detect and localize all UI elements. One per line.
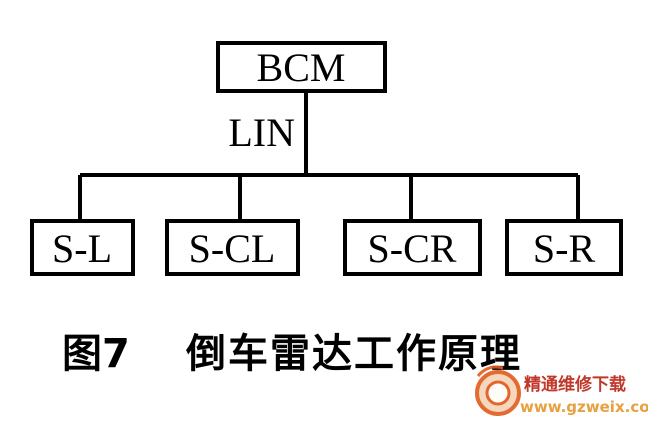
s-cr-box — [343, 219, 482, 276]
sensor-node-s-cr: S-CR — [343, 219, 482, 276]
lin-label: LIN — [228, 110, 295, 155]
bus-wiring — [78, 91, 580, 221]
s-l-box — [30, 219, 135, 276]
s-r-label: S-R — [533, 226, 596, 271]
watermark-url: www.gzweix.com — [520, 398, 648, 416]
s-l-label: S-L — [52, 226, 112, 271]
s-cl-label: S-CL — [189, 226, 276, 271]
figure-number: 图7 — [62, 331, 130, 377]
watermark-logo-icon — [475, 365, 521, 416]
watermark: 精通维修下载 www.gzweix.com — [475, 365, 648, 416]
bcm-box — [216, 41, 387, 93]
figure-title: 倒车雷达工作原理 — [185, 331, 522, 377]
sensor-node-s-l: S-L — [30, 219, 135, 276]
bcm-label: BCM — [257, 45, 346, 90]
sensor-node-s-r: S-R — [505, 219, 623, 276]
bcm-node: BCM — [216, 41, 387, 93]
s-cr-label: S-CR — [368, 226, 457, 271]
sensor-node-s-cl: S-CL — [165, 219, 300, 276]
watermark-brand: 精通维修下载 — [524, 374, 626, 395]
s-r-box — [505, 219, 623, 276]
s-cl-box — [165, 219, 300, 276]
